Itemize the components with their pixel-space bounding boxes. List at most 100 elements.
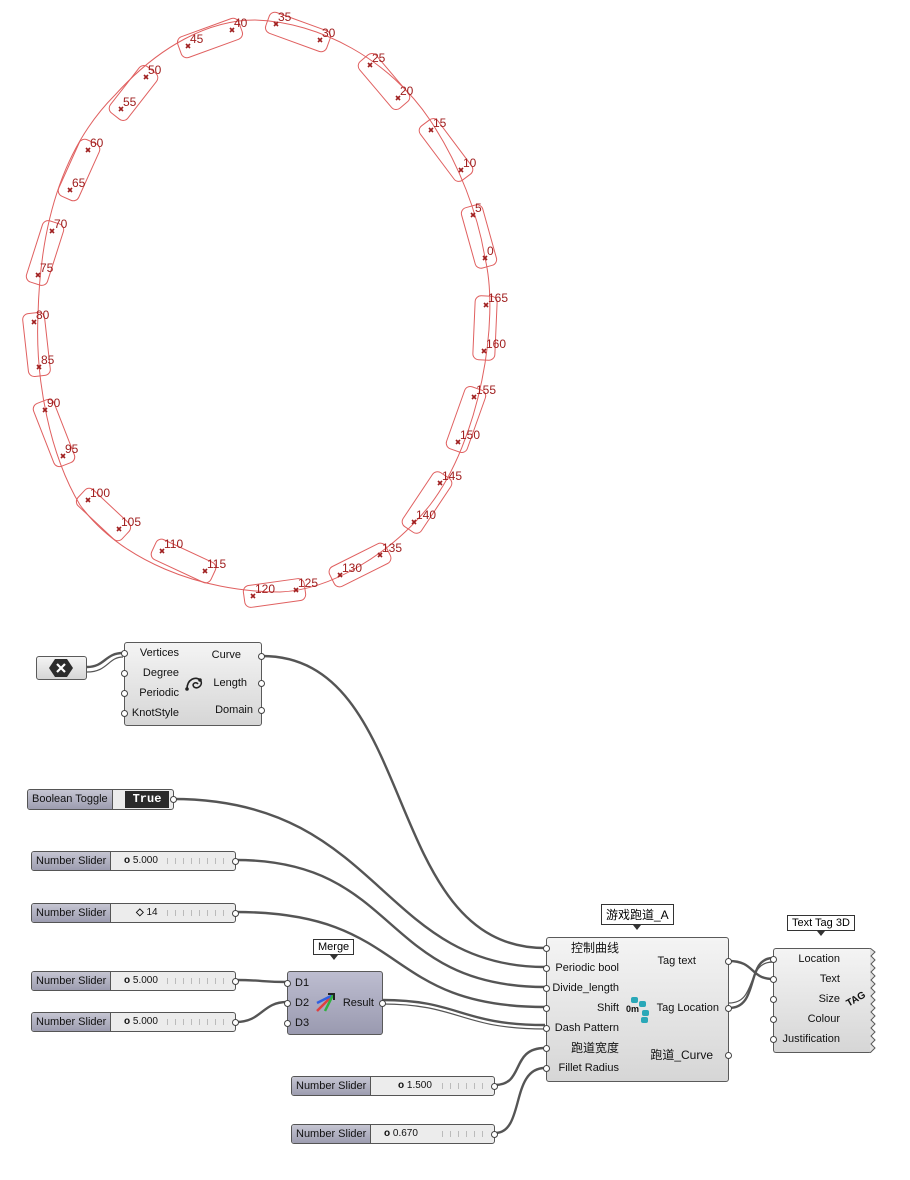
slider-value[interactable]: o 0.670: [384, 1128, 418, 1139]
division-point: [60, 453, 66, 459]
port-justification[interactable]: [770, 1036, 777, 1043]
input-vertices: Vertices: [139, 647, 179, 659]
port-periodic-bool[interactable]: [543, 965, 550, 972]
port-tag-text[interactable]: [725, 958, 732, 965]
slider-value[interactable]: o 5.000: [124, 855, 158, 866]
slider-value[interactable]: o 5.000: [124, 1016, 158, 1027]
port-size[interactable]: [770, 996, 777, 1003]
port-location[interactable]: [770, 956, 777, 963]
number-slider-d2[interactable]: Number Slider o 5.000: [31, 1012, 239, 1032]
port-track-width[interactable]: [543, 1045, 550, 1052]
port-slider-out[interactable]: [491, 1131, 498, 1138]
division-point: [428, 127, 434, 133]
slider-value[interactable]: o 1.500: [398, 1080, 432, 1091]
port-d2[interactable]: [284, 1000, 291, 1007]
port-dash-pattern[interactable]: [543, 1025, 550, 1032]
output-tag-location: Tag Location: [656, 1002, 719, 1014]
division-label: 120: [255, 582, 275, 596]
port-degree[interactable]: [121, 670, 128, 677]
port-result[interactable]: [379, 1000, 386, 1007]
toggle-value[interactable]: True: [125, 791, 169, 808]
division-label: 55: [123, 95, 137, 109]
input-d2: D2: [295, 997, 310, 1009]
interpolate-component[interactable]: Vertices Degree Periodic KnotStyle Curve…: [121, 642, 265, 726]
slider-handle[interactable]: o: [398, 1080, 405, 1091]
slider-handle[interactable]: o: [124, 1016, 131, 1027]
wire-slider1-to-divide: [235, 858, 546, 989]
control-curve: [37, 19, 491, 593]
port-curve[interactable]: [258, 653, 265, 660]
boolean-toggle[interactable]: Boolean Toggle True: [27, 789, 177, 810]
division-label: 65: [72, 176, 86, 190]
division-point: [293, 587, 299, 593]
port-periodic[interactable]: [121, 690, 128, 697]
division-point: [85, 497, 91, 503]
division-point: [229, 27, 235, 33]
division-point: [395, 95, 401, 101]
division-point: [36, 364, 42, 370]
track-piece: [75, 487, 132, 542]
port-colour[interactable]: [770, 1016, 777, 1023]
input-d3: D3: [295, 1017, 310, 1029]
port-track-curve[interactable]: [725, 1052, 732, 1059]
slider-handle[interactable]: o: [124, 975, 131, 986]
number-slider-shift[interactable]: Number Slider ◇ 14: [31, 903, 239, 923]
division-label: 90: [47, 396, 61, 410]
tag-icon: TAG: [844, 989, 868, 1010]
division-point: [31, 319, 37, 325]
port-vertices[interactable]: [121, 650, 128, 657]
port-control-curve[interactable]: [543, 945, 550, 952]
division-point: [470, 212, 476, 218]
port-length[interactable]: [258, 680, 265, 687]
merge-component[interactable]: D1 D2 D3 Result: [284, 971, 386, 1035]
port-knotstyle[interactable]: [121, 710, 128, 717]
wire-slider5-to-width: [494, 1046, 546, 1087]
port-shift[interactable]: [543, 1005, 550, 1012]
track-piece: [32, 398, 76, 468]
cluster-component[interactable]: 控制曲线 Periodic bool Divide_length Shift D…: [543, 937, 732, 1082]
port-d3[interactable]: [284, 1020, 291, 1027]
slider-value[interactable]: ◇ 14: [136, 907, 158, 918]
division-label: 10: [463, 156, 477, 170]
track-piece: [445, 385, 487, 454]
port-text[interactable]: [770, 976, 777, 983]
division-label: 5: [475, 201, 482, 215]
port-d1[interactable]: [284, 980, 291, 987]
division-label: 0: [487, 244, 494, 258]
wire-taglocation-to-location-2: [728, 961, 774, 1004]
slider-handle[interactable]: o: [384, 1128, 391, 1139]
hidden-param[interactable]: [36, 656, 87, 680]
slider-name: Number Slider: [32, 972, 112, 990]
number-slider-width[interactable]: Number Slider o 1.500: [291, 1076, 498, 1096]
track-piece: [460, 204, 498, 269]
port-slider-out[interactable]: [232, 1019, 239, 1026]
texttag-component[interactable]: Location Text Size Colour Justification …: [770, 948, 876, 1053]
wire-result-to-dash: [381, 998, 546, 1027]
interpolate-curve-icon: [185, 677, 203, 691]
port-tag-location[interactable]: [725, 1005, 732, 1012]
port-slider-out[interactable]: [232, 858, 239, 865]
wire-slider3-to-d1: [235, 978, 288, 984]
input-shift: Shift: [596, 1002, 619, 1014]
division-label: 45: [190, 32, 204, 46]
number-slider-fillet[interactable]: Number Slider o 0.670: [291, 1124, 498, 1144]
division-label: 15: [433, 116, 447, 130]
slider-value[interactable]: o 5.000: [124, 975, 158, 986]
division-point: [483, 302, 489, 308]
slider-handle[interactable]: ◇: [136, 907, 144, 918]
port-domain[interactable]: [258, 707, 265, 714]
port-fillet-radius[interactable]: [543, 1065, 550, 1072]
number-slider-d1[interactable]: Number Slider o 5.000: [31, 971, 239, 991]
port-slider-out[interactable]: [232, 978, 239, 985]
division-point: [159, 548, 165, 554]
wire-toggle-to-periodic: [172, 797, 546, 969]
port-slider-out[interactable]: [491, 1083, 498, 1090]
slider-handle[interactable]: o: [124, 855, 131, 866]
port-slider-out[interactable]: [232, 910, 239, 917]
number-slider-divide[interactable]: Number Slider o 5.000: [31, 851, 239, 871]
port-toggle-out[interactable]: [170, 796, 177, 803]
wire-curve-to-control: [261, 654, 546, 950]
division-point: [49, 228, 55, 234]
input-text: Text: [819, 973, 840, 985]
port-divide-length[interactable]: [543, 985, 550, 992]
